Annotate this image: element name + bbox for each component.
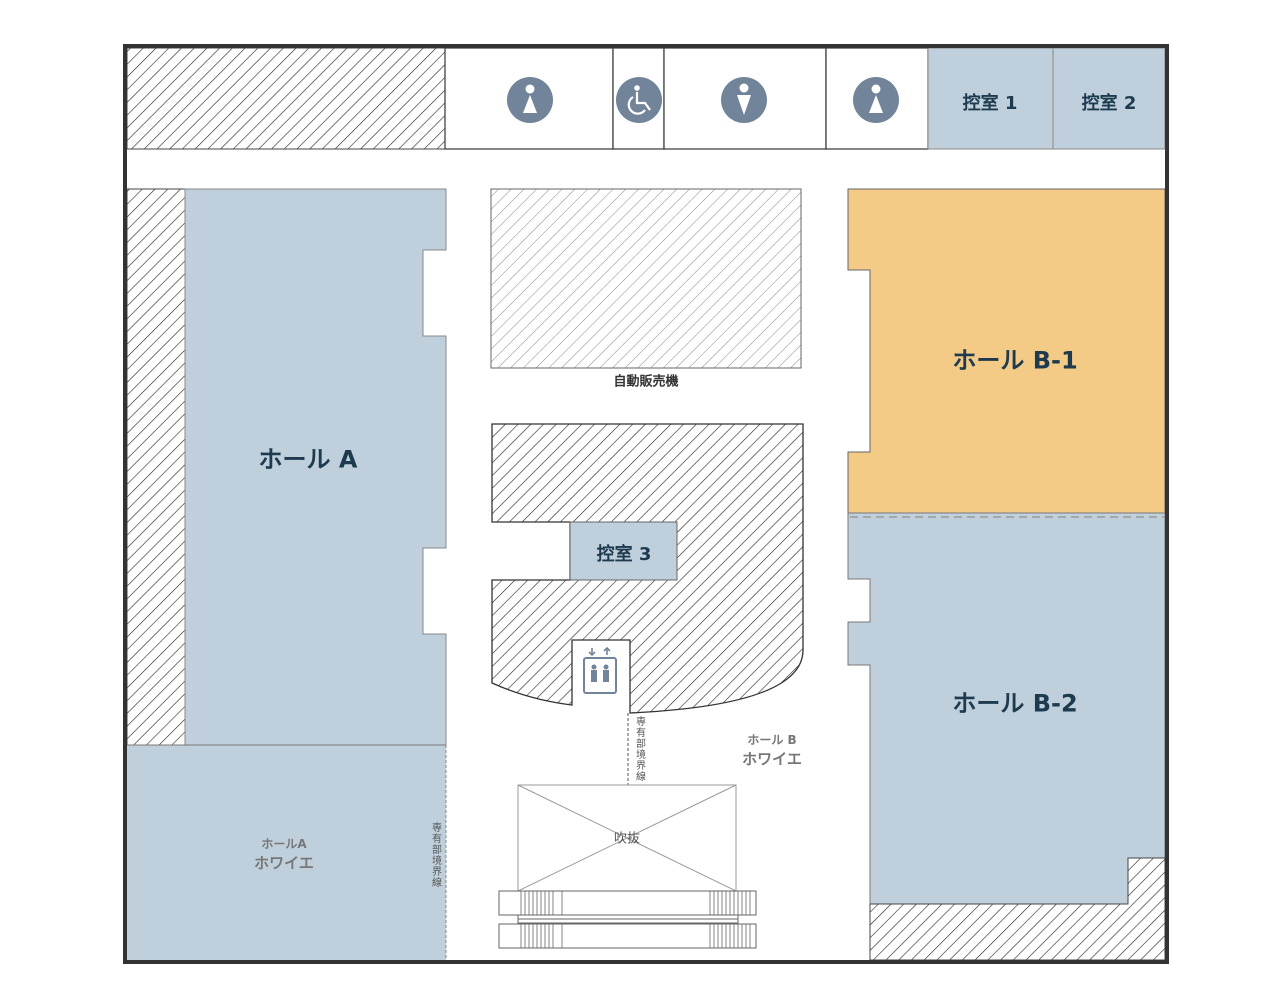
hall-b-foyer-label: ホール B ホワイエ (742, 731, 802, 769)
hall-a-foyer-label: ホールA ホワイエ (254, 835, 314, 873)
hall-a-foyer-main: ホワイエ (254, 854, 314, 872)
hall-b-foyer-sub: ホール B (747, 733, 797, 747)
vending-machine-label: 自動販売機 (613, 374, 679, 390)
escalator[interactable] (498, 890, 757, 949)
waiting-room-3-label: 控室 3 (596, 544, 652, 565)
hall-a-foyer[interactable] (127, 745, 446, 960)
hall-b2-label: ホール B-2 (952, 689, 1078, 718)
female-restroom-icon (507, 77, 553, 123)
waiting-room-3[interactable] (569, 521, 678, 581)
vending-machine-area (490, 188, 802, 369)
hall-a-label: ホール A (258, 445, 358, 474)
hall-b1-label: ホール B-1 (952, 346, 1078, 375)
restricted-area-left (126, 188, 186, 746)
male-restroom-icon (721, 77, 767, 123)
hall-b-foyer-main: ホワイエ (742, 750, 802, 768)
elevator-icon[interactable] (583, 646, 617, 694)
atrium-void-label: 吹抜 (613, 831, 641, 847)
waiting-room-2[interactable] (1052, 47, 1166, 150)
wheelchair-accessible-icon (616, 77, 662, 123)
hall-a-foyer-sub: ホールA (261, 837, 307, 851)
restricted-area-top-left (126, 47, 446, 150)
waiting-room-1-label: 控室 1 (962, 93, 1018, 114)
atrium-void (517, 784, 737, 892)
boundary-line-label-b: 専有部境界線 (633, 716, 645, 782)
female-restroom-icon (853, 77, 899, 123)
boundary-line-label-a: 専有部境界線 (429, 822, 441, 888)
waiting-room-2-label: 控室 2 (1081, 93, 1137, 114)
waiting-room-1[interactable] (927, 47, 1054, 150)
